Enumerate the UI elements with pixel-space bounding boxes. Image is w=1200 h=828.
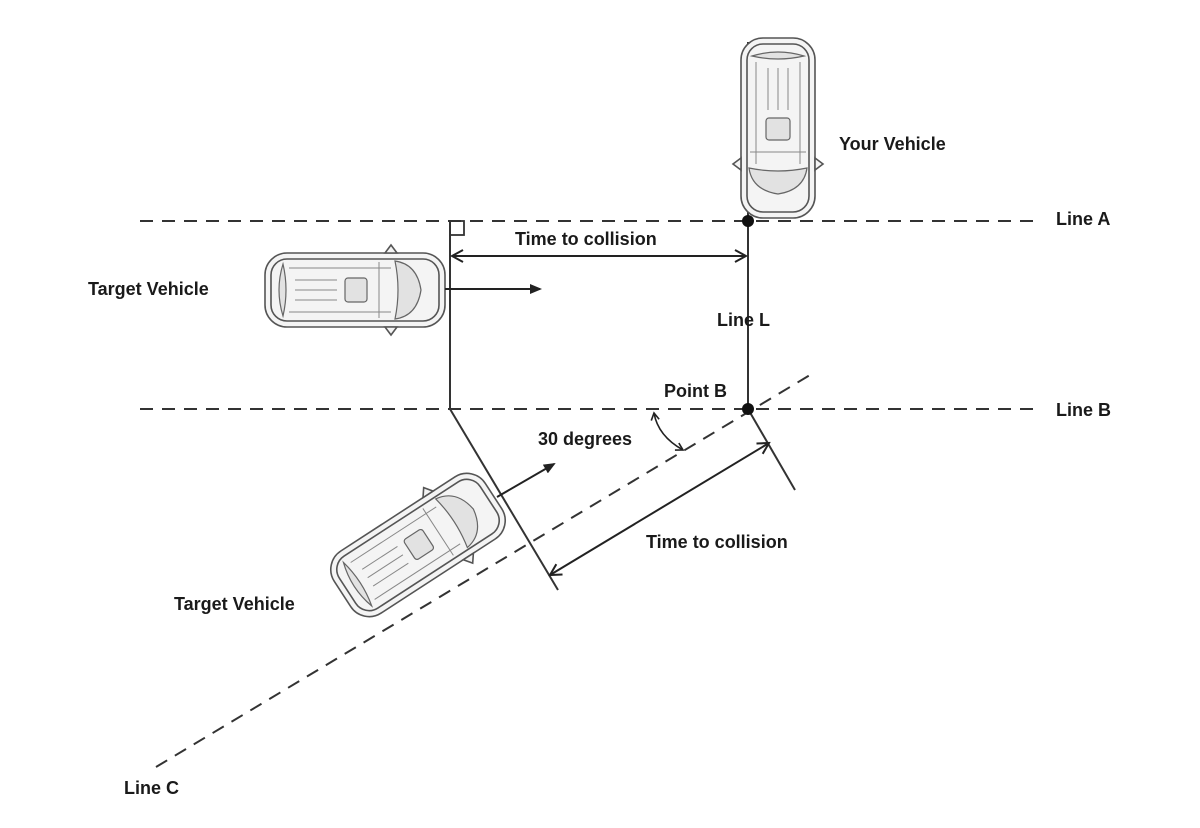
left-perpendicular-line xyxy=(449,408,559,591)
target-vehicle-bottom-direction-arrow xyxy=(496,462,556,498)
label-time-to-collision-bottom: Time to collision xyxy=(646,532,788,552)
right-perpendicular-line xyxy=(747,408,796,491)
label-line-c: Line C xyxy=(124,778,179,798)
label-angle: 30 degrees xyxy=(538,429,632,449)
right-angle-mark xyxy=(449,220,465,236)
line-c xyxy=(155,371,816,768)
label-target-vehicle-top: Target Vehicle xyxy=(88,279,209,299)
target-vehicle-top-car-icon xyxy=(264,244,446,336)
angle-arc xyxy=(650,411,685,451)
target-vehicle-bottom-car-icon xyxy=(317,457,519,633)
label-point-b: Point B xyxy=(664,381,727,401)
label-your-vehicle: Your Vehicle xyxy=(839,134,946,154)
label-target-vehicle-bottom: Target Vehicle xyxy=(174,594,295,614)
point-line-a-intersection xyxy=(742,215,754,227)
label-line-b: Line B xyxy=(1056,400,1111,420)
time-to-collision-dimension-bottom xyxy=(550,443,769,575)
label-line-l: Line L xyxy=(717,310,770,330)
your-vehicle-car-icon xyxy=(732,37,824,219)
label-time-to-collision-top: Time to collision xyxy=(515,229,657,249)
point-b xyxy=(742,403,754,415)
label-line-a: Line A xyxy=(1056,209,1110,229)
